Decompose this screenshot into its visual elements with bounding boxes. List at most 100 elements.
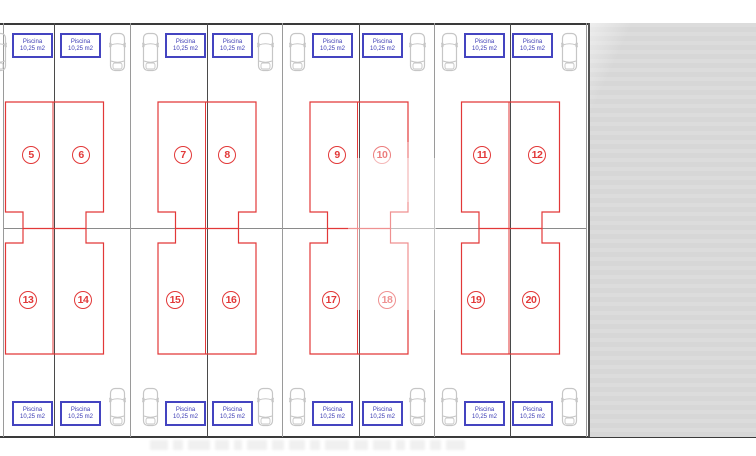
car-icon [0, 32, 8, 72]
pool-label-area: 10,25 m2 [19, 413, 46, 420]
pool-label-area: 10,25 m2 [172, 45, 199, 52]
unit-number-badge[interactable]: 12 [528, 146, 546, 164]
artifact-block [396, 440, 405, 450]
building-block-outline [4, 101, 105, 355]
pool-label-name: Piscina [70, 406, 91, 413]
car-icon [256, 387, 275, 427]
artifact-block [234, 440, 242, 450]
pool-label-area: 10,25 m2 [172, 413, 199, 420]
unit-number-badge[interactable]: 5 [22, 146, 40, 164]
pool-label-area: 10,25 m2 [19, 45, 46, 52]
artifact-block [188, 440, 210, 450]
pool-label-name: Piscina [175, 38, 196, 45]
lot-separator-line [434, 23, 435, 437]
car-icon [408, 387, 427, 427]
pool-label-name: Piscina [322, 406, 343, 413]
car-icon [256, 32, 275, 72]
artifact-block [430, 440, 441, 450]
pool-label-area: 10,25 m2 [519, 45, 546, 52]
pool-label-name: Piscina [222, 38, 243, 45]
lot-separator-line [130, 23, 131, 437]
car-icon [560, 32, 579, 72]
lot-separator-line [586, 23, 587, 437]
building-block-outline [157, 101, 257, 355]
artifact-block [446, 440, 465, 450]
artifact-block [289, 440, 305, 450]
pool-label-name: Piscina [222, 406, 243, 413]
car-icon [288, 387, 307, 427]
pool-label-name: Piscina [22, 38, 43, 45]
unit-number-badge[interactable]: 13 [19, 291, 37, 309]
plan-top-boundary-line [0, 23, 756, 25]
pool-label-area: 10,25 m2 [519, 413, 546, 420]
artifact-block [325, 440, 349, 450]
screenshot-artifact-strip [150, 440, 465, 452]
unit-number-badge[interactable]: 14 [74, 291, 92, 309]
party-wall-line [510, 23, 511, 437]
car-icon [408, 32, 427, 72]
artifact-block [272, 440, 284, 450]
pool-label-area: 10,25 m2 [319, 45, 346, 52]
unit-number-badge[interactable]: 16 [222, 291, 240, 309]
building-block-outline [460, 101, 561, 355]
unit-number-badge[interactable]: 18 [378, 291, 396, 309]
pool-label-name: Piscina [522, 38, 543, 45]
row-divider-line [3, 228, 586, 229]
pool-label-name: Piscina [372, 38, 393, 45]
artifact-block [150, 440, 168, 450]
unit-number-badge[interactable]: 15 [166, 291, 184, 309]
car-icon [108, 387, 127, 427]
unit-number-badge[interactable]: 9 [328, 146, 346, 164]
pool-label-area: 10,25 m2 [369, 45, 396, 52]
unit-number-badge[interactable]: 10 [373, 146, 391, 164]
pool-label-name: Piscina [175, 406, 196, 413]
car-icon [108, 32, 127, 72]
pool-label-name: Piscina [522, 406, 543, 413]
pool-label-name: Piscina [322, 38, 343, 45]
lot-separator-line [3, 23, 4, 437]
artifact-block [410, 440, 425, 450]
pool-label-area: 10,25 m2 [471, 45, 498, 52]
pool-label-area: 10,25 m2 [369, 413, 396, 420]
pool-label-area: 10,25 m2 [67, 45, 94, 52]
pool-label-area: 10,25 m2 [67, 413, 94, 420]
party-wall-line [54, 23, 55, 437]
unit-number-badge[interactable]: 17 [322, 291, 340, 309]
car-icon [440, 32, 459, 72]
party-wall-line [207, 23, 208, 437]
party-wall-line [359, 23, 360, 437]
building-block-outline [309, 101, 409, 355]
car-icon [141, 32, 160, 72]
undeveloped-terrain-area [588, 23, 756, 437]
artifact-block [173, 440, 183, 450]
plan-bottom-boundary-line [0, 436, 756, 438]
artifact-block [354, 440, 368, 450]
pool-label-area: 10,25 m2 [319, 413, 346, 420]
pool-label-area: 10,25 m2 [471, 413, 498, 420]
car-icon [440, 387, 459, 427]
unit-number-badge[interactable]: 19 [467, 291, 485, 309]
pool-label-name: Piscina [474, 406, 495, 413]
pool-label-name: Piscina [372, 406, 393, 413]
pool-label-name: Piscina [474, 38, 495, 45]
unit-number-badge[interactable]: 7 [174, 146, 192, 164]
unit-number-badge[interactable]: 11 [473, 146, 491, 164]
unit-number-badge[interactable]: 6 [72, 146, 90, 164]
unit-number-badge[interactable]: 8 [218, 146, 236, 164]
unit-number-badge[interactable]: 20 [522, 291, 540, 309]
